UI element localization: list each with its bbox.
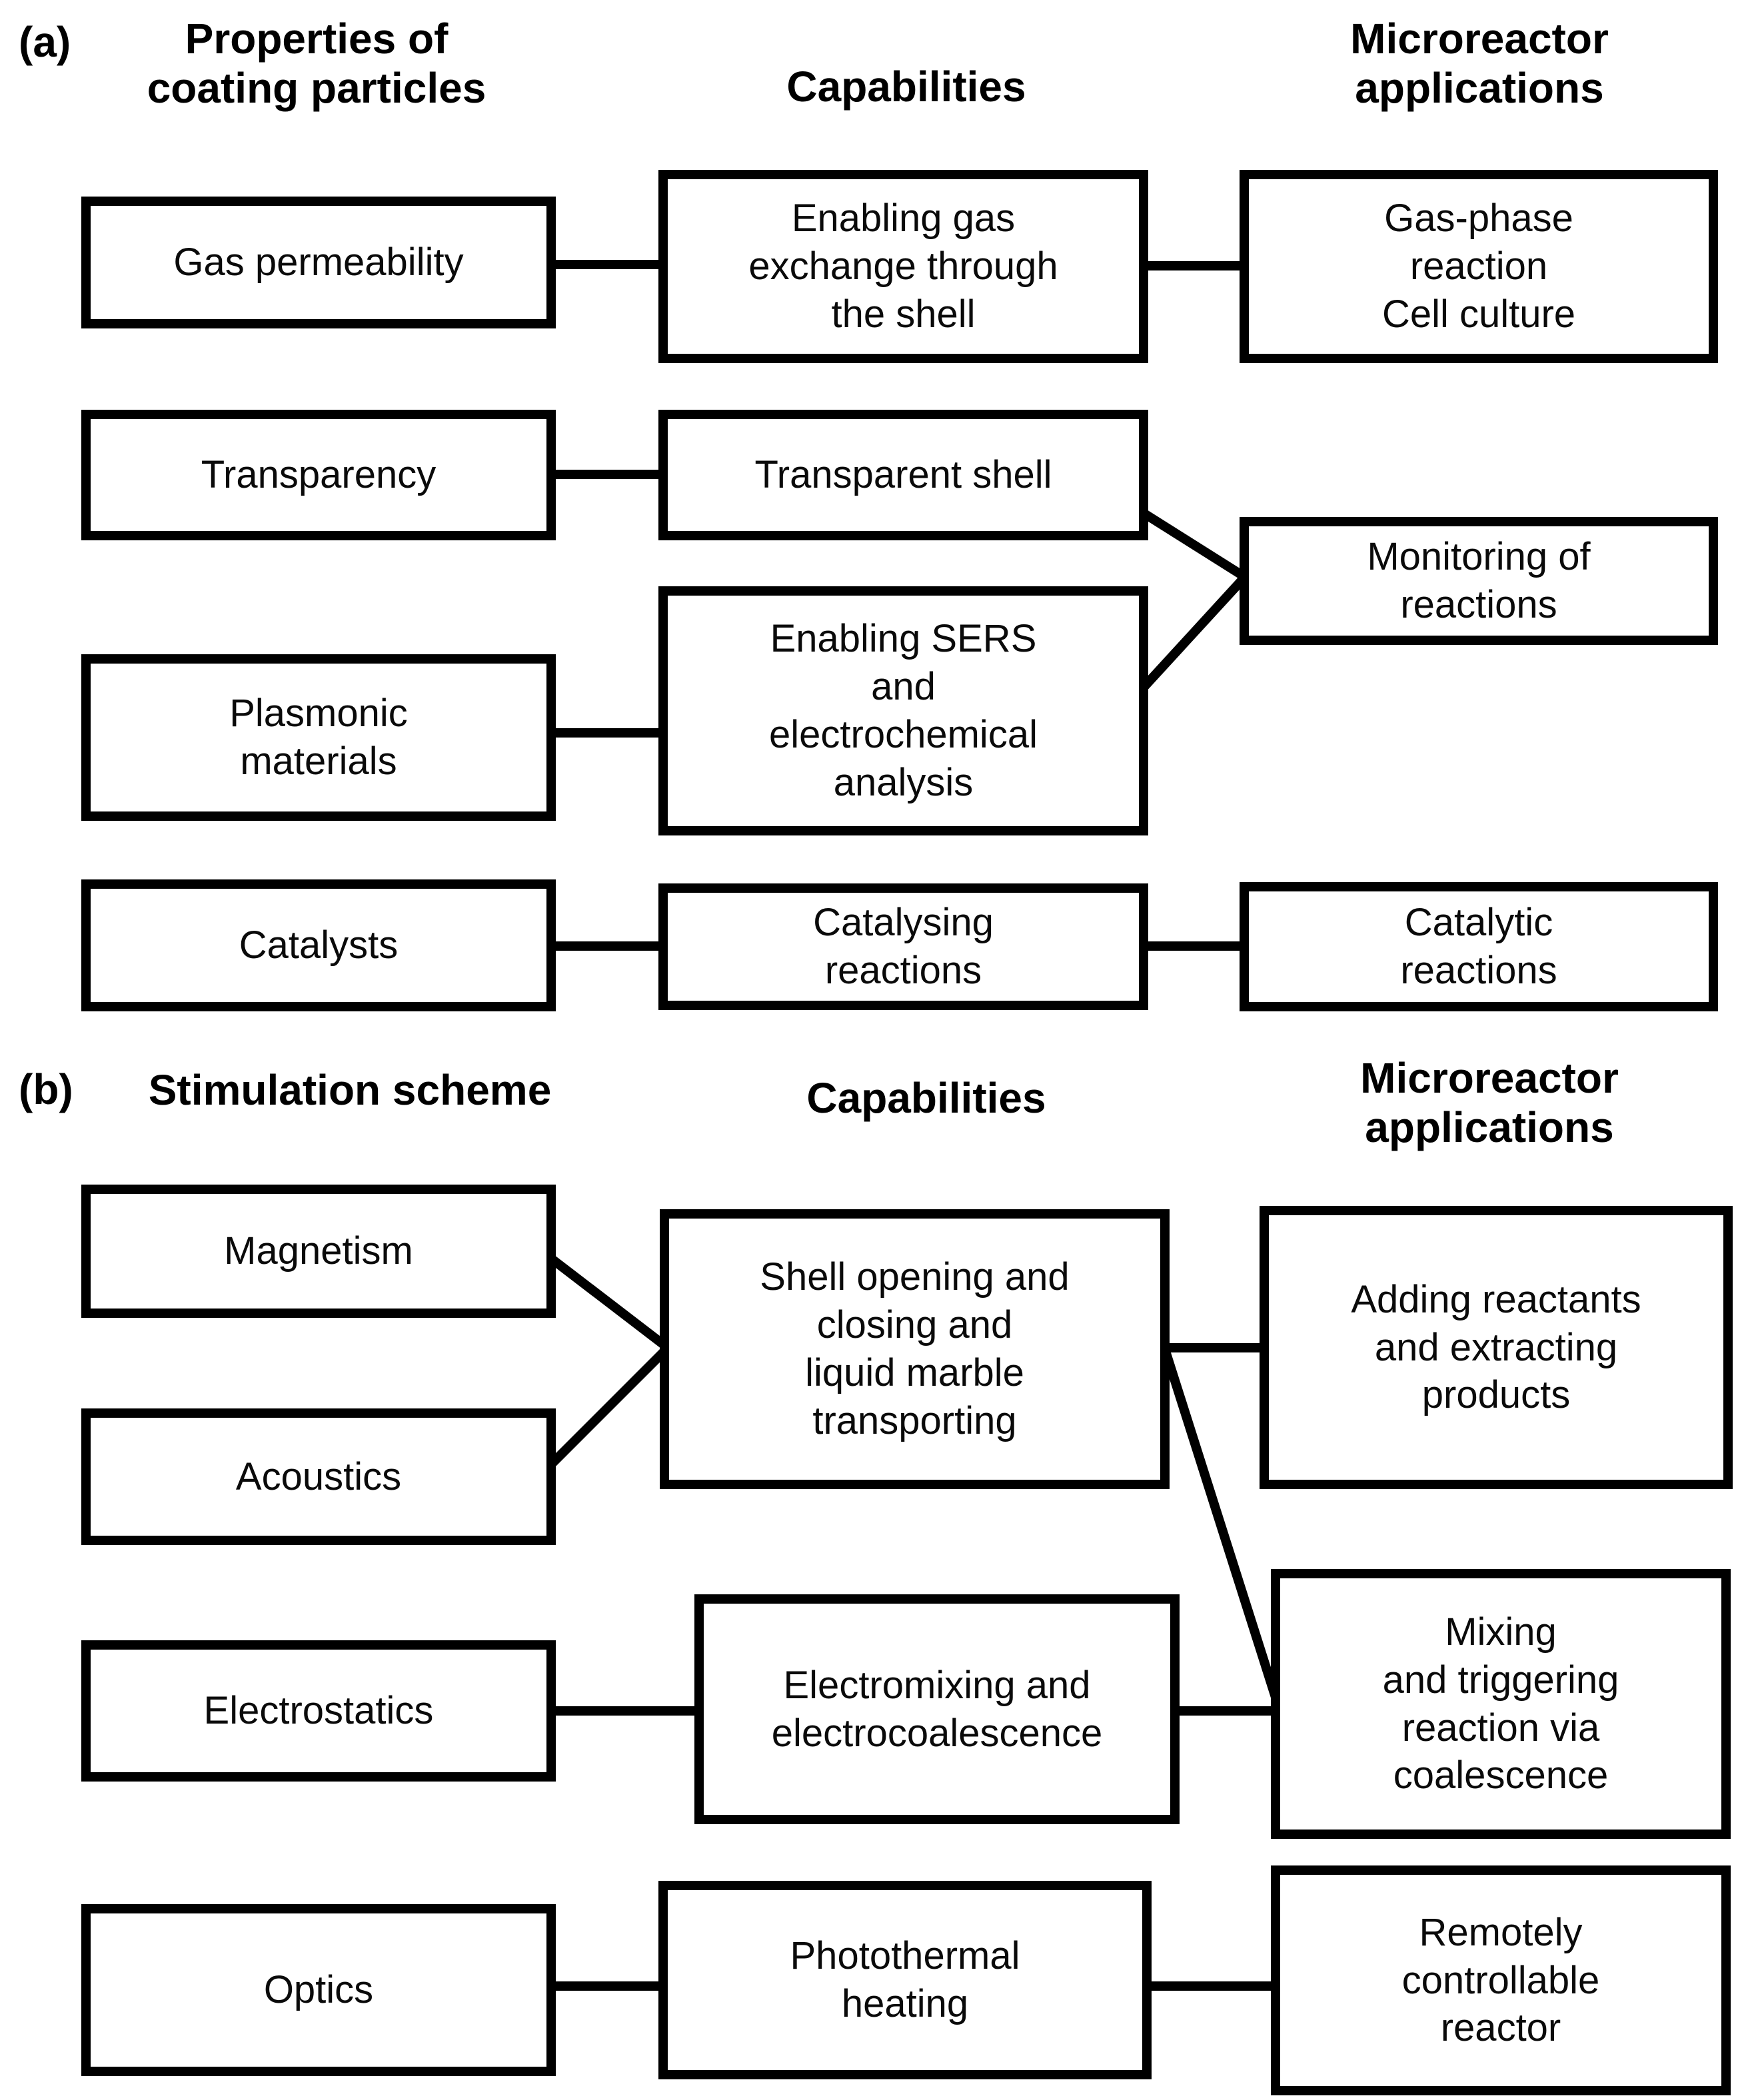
box-electrostatics: Electrostatics (81, 1640, 556, 1782)
box-photothermal-heating: Photothermal heating (658, 1881, 1152, 2079)
box-monitoring-of-reactions: Monitoring of reactions (1240, 517, 1718, 645)
header-microreactor-applications-b: Microreactor applications (1360, 1054, 1619, 1151)
box-plasmonic-materials: Plasmonic materials (81, 654, 556, 821)
connector-sers-to-monitoring (1131, 574, 1249, 700)
connector-acoustics-to-shell-opening (544, 1344, 671, 1471)
header-microreactor-applications-a: Microreactor applications (1350, 15, 1609, 112)
box-transparent-shell: Transparent shell (658, 410, 1148, 540)
header-properties-of-coating-particles: Properties of coating particles (147, 15, 486, 112)
box-catalytic-reactions: Catalytic reactions (1240, 882, 1718, 1011)
box-enabling-sers-analysis: Enabling SERS and electrochemical analys… (658, 586, 1148, 835)
panel-a-tag: (a) (19, 18, 71, 66)
connector-shell-opening-to-mixing (1160, 1347, 1283, 1708)
box-magnetism: Magnetism (81, 1185, 556, 1318)
connector-transparent-shell-to-monitoring (1132, 504, 1248, 581)
box-adding-reactants-extracting-products: Adding reactants and extracting products (1260, 1206, 1733, 1489)
box-transparency: Transparency (81, 410, 556, 540)
header-capabilities-a: Capabilities (786, 63, 1026, 111)
header-stimulation-scheme: Stimulation scheme (148, 1066, 552, 1114)
connector-magnetism-to-shell-opening (544, 1252, 671, 1352)
box-catalysing-reactions: Catalysing reactions (658, 883, 1148, 1010)
header-capabilities-b: Capabilities (806, 1074, 1046, 1122)
box-electromixing-electrocoalescence: Electromixing and electrocoalescence (694, 1594, 1180, 1824)
box-enabling-gas-exchange: Enabling gas exchange through the shell (658, 170, 1148, 363)
box-acoustics: Acoustics (81, 1408, 556, 1545)
box-optics: Optics (81, 1904, 556, 2076)
box-gas-phase-reaction-cell-culture: Gas-phase reaction Cell culture (1240, 170, 1718, 363)
panel-b-tag: (b) (19, 1065, 73, 1113)
box-shell-opening-closing-transporting: Shell opening and closing and liquid mar… (660, 1209, 1170, 1489)
box-gas-permeability: Gas permeability (81, 197, 556, 328)
box-mixing-triggering-coalescence: Mixing and triggering reaction via coale… (1271, 1569, 1731, 1839)
box-catalysts: Catalysts (81, 879, 556, 1011)
box-remotely-controllable-reactor: Remotely controllable reactor (1271, 1865, 1731, 2095)
